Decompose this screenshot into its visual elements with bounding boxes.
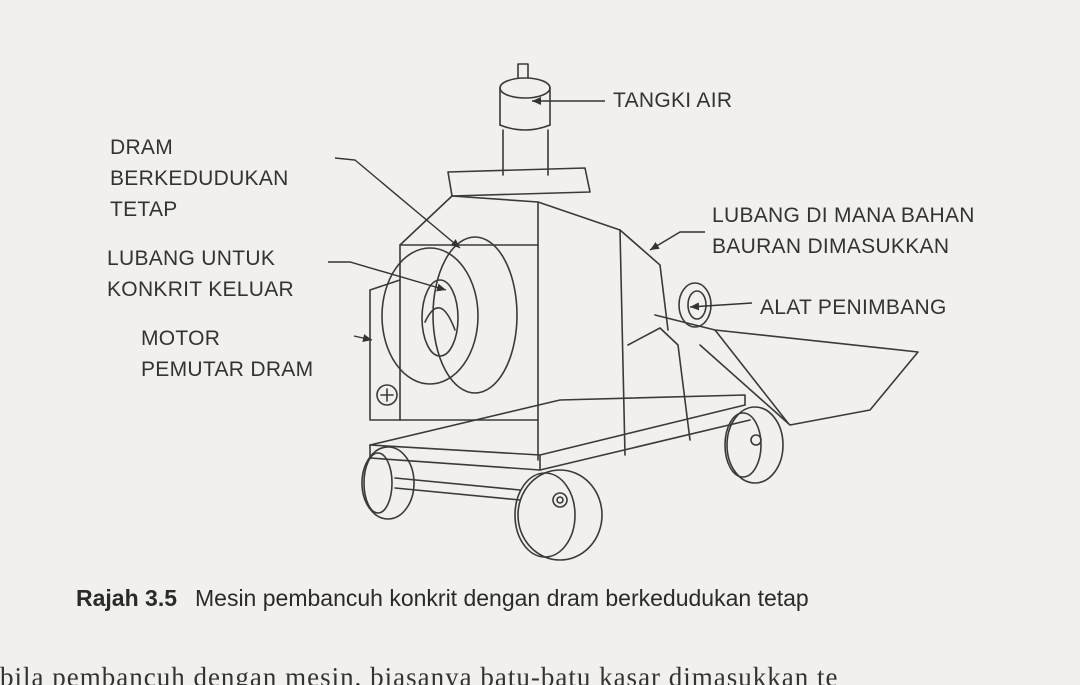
- label-weighing-device: ALAT PENIMBANG: [760, 296, 947, 319]
- figure-caption-text: Mesin pembancuh konkrit dengan dram berk…: [195, 585, 809, 611]
- wheel-rear: [724, 406, 784, 484]
- label-drum-motor: MOTOR PEMUTAR DRAM: [141, 327, 314, 381]
- label-water-tank: TANGKI AIR: [613, 89, 733, 112]
- leader-fixed-drum: [334, 157, 461, 249]
- figure-caption: Rajah 3.5 Mesin pembancuh konkrit dengan …: [76, 585, 809, 612]
- water-tank: [499, 63, 551, 176]
- leader-weigher: [689, 302, 753, 311]
- wheel-front-right: [514, 469, 603, 561]
- mixing-hopper: [627, 314, 919, 441]
- leader-outlet: [328, 261, 447, 292]
- wheel-front-left: [361, 446, 415, 520]
- chassis: [369, 394, 751, 501]
- label-fixed-drum: DRAM BERKEDUDUKAN TETAP: [110, 136, 289, 221]
- figure-number: Rajah 3.5: [76, 585, 177, 611]
- motor-housing: [376, 384, 398, 406]
- leader-inlet: [649, 231, 705, 251]
- label-concrete-outlet: LUBANG UNTUK KONKRIT KELUAR: [107, 247, 295, 301]
- weighing-device: [678, 282, 712, 328]
- body-text-line: bila pembancuh dengan mesin, biasanya ba…: [0, 662, 839, 685]
- mixer-housing: [369, 167, 669, 461]
- label-material-inlet: LUBANG DI MANA BAHAN BAURAN DIMASUKKAN: [712, 204, 975, 258]
- leader-motor: [353, 334, 373, 342]
- fixed-drum: [381, 236, 518, 394]
